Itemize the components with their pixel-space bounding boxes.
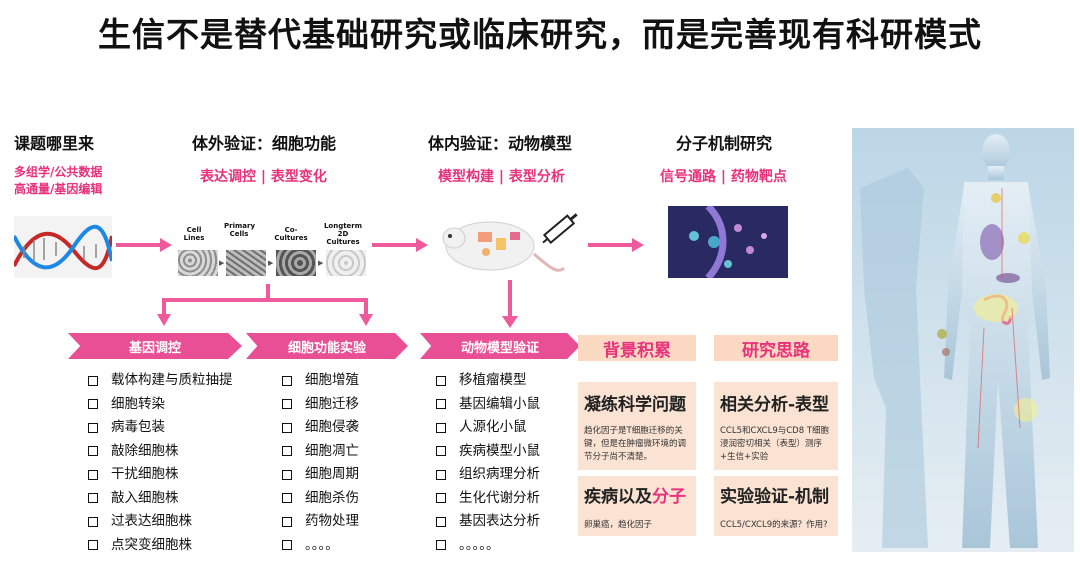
checkbox-icon (436, 399, 446, 410)
checkbox-icon (436, 540, 446, 551)
list-gene-regulation: 载体构建与质粒抽提 细胞转染 病毒包装 敲除细胞株 干扰细胞株 敲入细胞株 过表… (88, 369, 233, 557)
col-sub-mechanism: 信号通路 | 药物靶点 (660, 169, 787, 185)
card-title: 凝练科学问题 (584, 395, 686, 415)
mechanism-image (668, 203, 788, 281)
list-item: 细胞转染 (88, 393, 233, 417)
checkbox-icon (436, 516, 446, 527)
small-arrow-icon: ▶ (268, 259, 274, 267)
checkbox-icon (88, 375, 98, 386)
checkbox-icon (436, 469, 446, 480)
checkbox-icon (282, 422, 292, 433)
list-item: 敲入细胞株 (88, 487, 233, 511)
cell-culture-strip: Cell Lines Primary Cells Co-Cultures Lon… (176, 222, 366, 278)
checkbox-icon (88, 540, 98, 551)
card-body: CCL5/CXCL9的来源？作用? (720, 520, 828, 530)
tag-background: 背景积累 (578, 335, 696, 361)
checkbox-icon (282, 446, 292, 457)
card-disease-molecule: 疾病以及分子 卵巢癌，趋化因子 (578, 476, 696, 536)
cell-image-2 (226, 250, 266, 276)
list-item: 细胞凋亡 (282, 440, 359, 464)
cell-image-1 (178, 250, 218, 276)
checkbox-icon (282, 493, 292, 504)
col-sub-invivo: 模型构建 | 表型分析 (438, 169, 565, 185)
small-arrow-icon: ▶ (318, 259, 324, 267)
arrow-right-icon (116, 237, 172, 256)
card-body: 卵巢癌，趋化因子 (584, 520, 653, 530)
list-item: 载体构建与质粒抽提 (88, 369, 233, 393)
list-item: 基因表达分析 (436, 510, 540, 534)
list-item: 点突变细胞株 (88, 534, 233, 558)
checkbox-icon (436, 493, 446, 504)
card-validation: 实验验证-机制 CCL5/CXCL9的来源？作用? (714, 476, 838, 536)
card-scientific-question: 凝练科学问题 趋化因子是T细胞迁移的关键，但是在肿瘤微环境的调节分子尚不清楚。 (578, 382, 696, 470)
list-item: 细胞增殖 (282, 369, 359, 393)
checkbox-icon (436, 375, 446, 386)
list-item: 生化代谢分析 (436, 487, 540, 511)
cell-label-primary: Primary Cells (224, 222, 256, 238)
list-item: 组织病理分析 (436, 463, 540, 487)
card-title: 相关分析-表型 (720, 395, 830, 415)
checkbox-icon (282, 469, 292, 480)
small-arrow-icon: ▶ (219, 259, 225, 267)
dna-image (12, 216, 114, 278)
human-body-image (852, 128, 1074, 552)
col-head-source: 课题哪里来 (14, 134, 95, 153)
checkbox-icon (88, 446, 98, 457)
cell-label-lines: Cell Lines (183, 226, 205, 242)
checkbox-icon (282, 516, 292, 527)
checkbox-icon (282, 375, 292, 386)
checkbox-icon (88, 469, 98, 480)
checkbox-icon (436, 446, 446, 457)
list-cell-function: 细胞增殖 细胞迁移 细胞侵袭 细胞凋亡 细胞周期 细胞杀伤 药物处理 。。。。 (282, 369, 359, 557)
list-item: 敲除细胞株 (88, 440, 233, 464)
col-sub-invitro: 表达调控 | 表型变化 (200, 169, 327, 185)
arrow-right-icon (372, 237, 428, 256)
cell-label-longterm: Longterm 2D Cultures (323, 222, 363, 246)
checkbox-icon (282, 540, 292, 551)
list-item: 细胞迁移 (282, 393, 359, 417)
source-line-1: 多组学/公共数据 (14, 165, 103, 179)
page-title: 生信不是替代基础研究或临床研究，而是完善现有科研模式 (98, 15, 982, 54)
list-item: 移植瘤模型 (436, 369, 540, 393)
list-item: 疾病模型小鼠 (436, 440, 540, 464)
banner-animal-model: 动物模型验证 (420, 333, 580, 359)
card-title: 实验验证-机制 (720, 487, 830, 507)
banner-gene-regulation: 基因调控 (68, 333, 242, 359)
tag-research-idea: 研究思路 (714, 335, 838, 361)
list-item: 细胞杀伤 (282, 487, 359, 511)
col-head-invitro: 体外验证：细胞功能 (192, 134, 337, 153)
card-body: 趋化因子是T细胞迁移的关键，但是在肿瘤微环境的调节分子尚不清楚。 (584, 426, 687, 462)
card-correlation: 相关分析-表型 CCL5和CXCL9与CD8 T细胞浸润密切相关（表型）测序+生… (714, 382, 838, 470)
checkbox-icon (88, 493, 98, 504)
list-item: 细胞周期 (282, 463, 359, 487)
list-item: 。。。。 (282, 534, 359, 558)
checkbox-icon (282, 399, 292, 410)
checkbox-icon (88, 422, 98, 433)
cell-image-4 (326, 250, 366, 276)
list-item: 基因编辑小鼠 (436, 393, 540, 417)
cell-label-cocultures: Co-Cultures (274, 226, 308, 242)
checkbox-icon (88, 399, 98, 410)
banner-cell-function: 细胞功能实验 (246, 333, 408, 359)
mouse-syringe-image (440, 198, 584, 280)
list-animal-model: 移植瘤模型 基因编辑小鼠 人源化小鼠 疾病模型小鼠 组织病理分析 生化代谢分析 … (436, 369, 540, 557)
checkbox-icon (88, 516, 98, 527)
col-head-invivo: 体内验证：动物模型 (428, 134, 573, 153)
cell-image-3 (276, 250, 316, 276)
branch-arrow-icon (150, 282, 380, 332)
list-item: 过表达细胞株 (88, 510, 233, 534)
card-body: CCL5和CXCL9与CD8 T细胞浸润密切相关（表型）测序+生信+实验 (720, 426, 830, 462)
col-head-mechanism: 分子机制研究 (676, 134, 773, 153)
list-item: 病毒包装 (88, 416, 233, 440)
list-item: 干扰细胞株 (88, 463, 233, 487)
arrow-right-icon (588, 237, 644, 256)
list-item: 人源化小鼠 (436, 416, 540, 440)
list-item: 。。。。。 (436, 534, 540, 558)
card-title: 疾病以及分子 (584, 487, 686, 507)
checkbox-icon (436, 422, 446, 433)
list-item: 细胞侵袭 (282, 416, 359, 440)
arrow-down-icon (502, 280, 518, 334)
list-item: 药物处理 (282, 510, 359, 534)
source-line-2: 高通量/基因编辑 (14, 182, 103, 196)
